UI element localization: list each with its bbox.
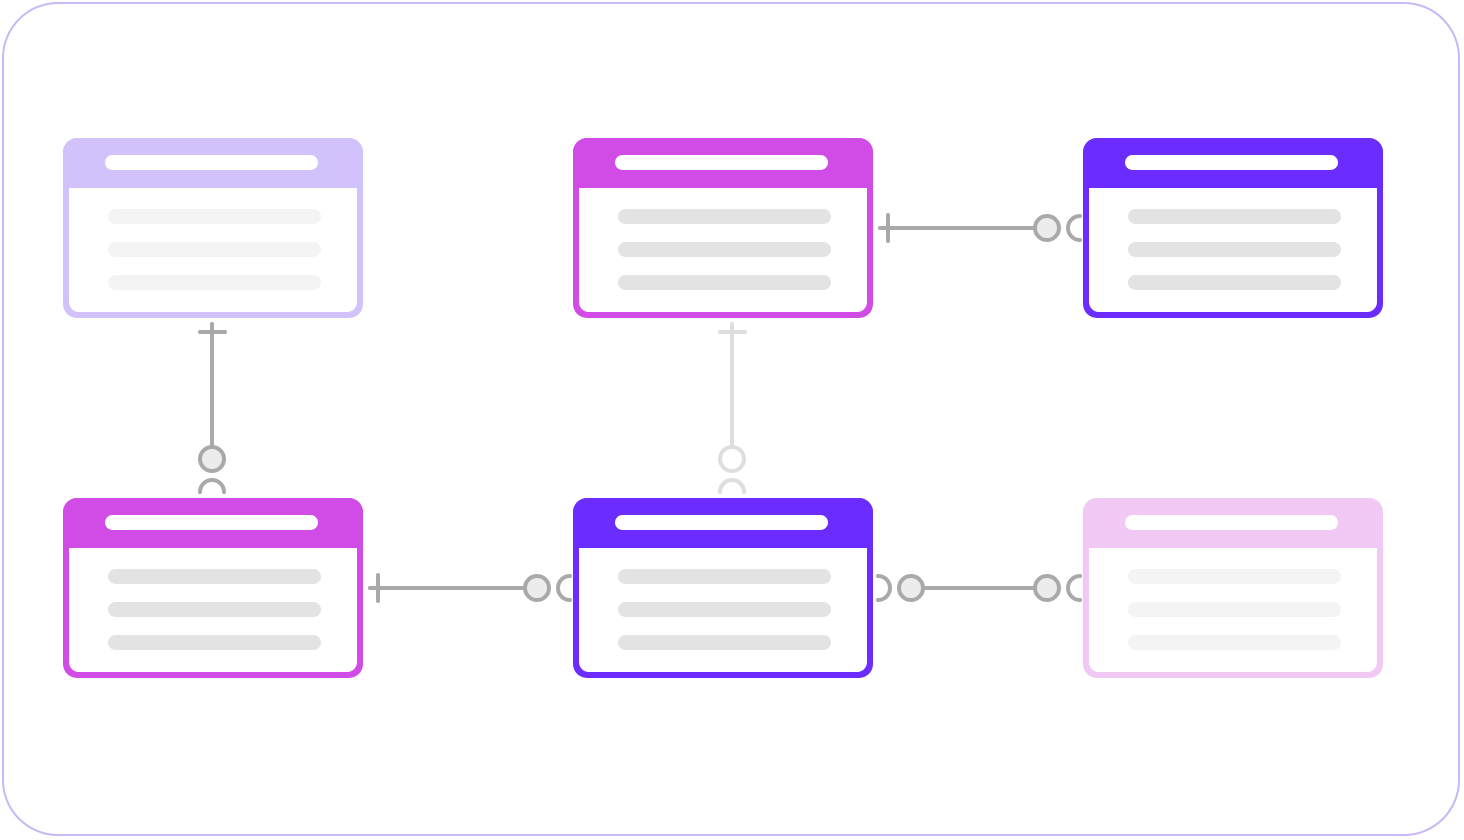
- table-title-placeholder: [1125, 515, 1338, 530]
- table-row-placeholder: [1128, 635, 1341, 650]
- table-row-placeholder: [1128, 569, 1341, 584]
- table-title-placeholder: [105, 155, 318, 170]
- table-row-placeholder: [1128, 275, 1341, 290]
- table-body: [1089, 548, 1377, 672]
- table-title-placeholder: [615, 155, 828, 170]
- table-body: [579, 548, 867, 672]
- entity-table-t6[interactable]: [1083, 498, 1383, 678]
- table-row-placeholder: [108, 209, 321, 224]
- entity-table-t5[interactable]: [573, 498, 873, 678]
- entity-table-t1[interactable]: [63, 138, 363, 318]
- table-title-placeholder: [105, 515, 318, 530]
- table-row-placeholder: [618, 602, 831, 617]
- table-row-placeholder: [618, 209, 831, 224]
- table-row-placeholder: [1128, 242, 1341, 257]
- table-header: [573, 138, 873, 188]
- table-header: [573, 498, 873, 548]
- table-row-placeholder: [108, 275, 321, 290]
- entity-table-t4[interactable]: [63, 498, 363, 678]
- table-row-placeholder: [1128, 602, 1341, 617]
- table-header: [63, 138, 363, 188]
- table-row-placeholder: [1128, 209, 1341, 224]
- table-row-placeholder: [108, 242, 321, 257]
- table-header: [63, 498, 363, 548]
- table-body: [1089, 188, 1377, 312]
- table-row-placeholder: [618, 635, 831, 650]
- table-body: [69, 548, 357, 672]
- entity-table-t2[interactable]: [573, 138, 873, 318]
- table-row-placeholder: [108, 569, 321, 584]
- entity-table-t3[interactable]: [1083, 138, 1383, 318]
- table-body: [69, 188, 357, 312]
- table-row-placeholder: [618, 242, 831, 257]
- table-row-placeholder: [108, 635, 321, 650]
- table-header: [1083, 138, 1383, 188]
- table-row-placeholder: [108, 602, 321, 617]
- table-title-placeholder: [615, 515, 828, 530]
- table-row-placeholder: [618, 569, 831, 584]
- table-header: [1083, 498, 1383, 548]
- table-body: [579, 188, 867, 312]
- table-row-placeholder: [618, 275, 831, 290]
- table-title-placeholder: [1125, 155, 1338, 170]
